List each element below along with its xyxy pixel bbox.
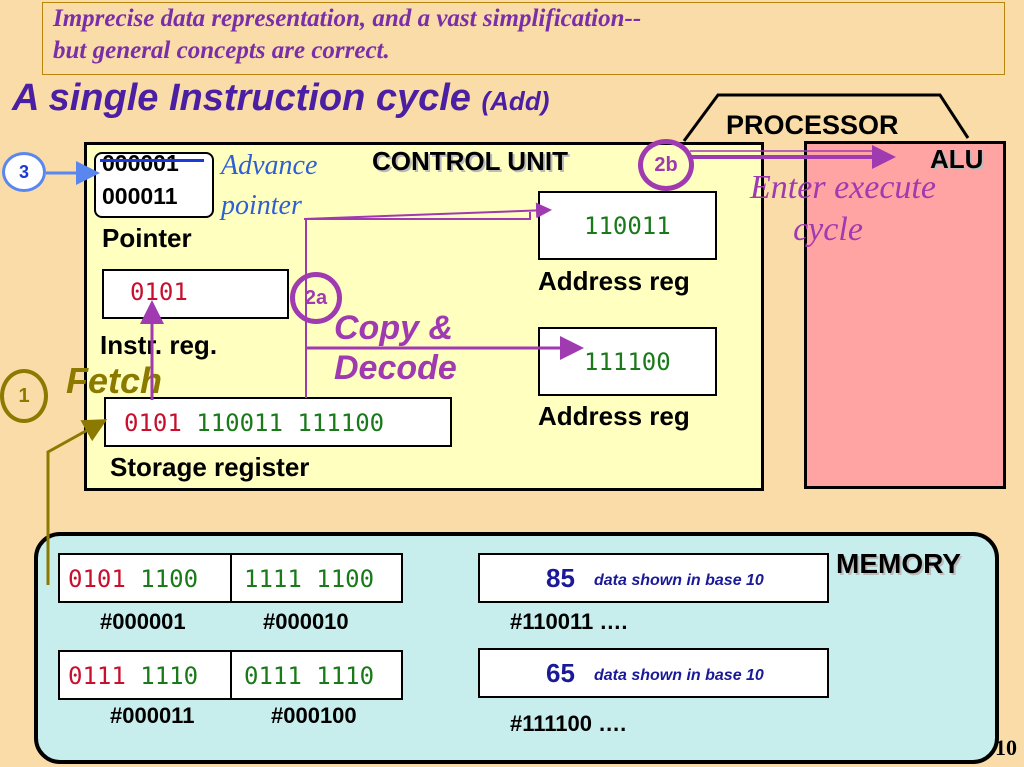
control-unit-label: CONTROL UNIT bbox=[372, 146, 568, 176]
memory-address-111100: #111100 …. bbox=[510, 711, 627, 736]
slide-title-sub: (Add) bbox=[481, 86, 550, 116]
memory-cell-000100-value: 0111 1110 bbox=[244, 662, 375, 690]
pointer-label: Pointer bbox=[102, 223, 192, 253]
page-number: 10 bbox=[995, 735, 1017, 760]
address-register-2-value: 111100 bbox=[584, 348, 671, 376]
slide-title-main: A single Instruction cycle bbox=[12, 77, 482, 119]
copy-decode-text: Copy & Decode bbox=[334, 308, 457, 388]
enter-execute-text: Enter execute cycle bbox=[718, 167, 968, 251]
memory-data-85: 85 bbox=[546, 563, 575, 593]
memory-cell-000001: 0101 1100 bbox=[58, 553, 232, 603]
address-register-1-value: 110011 bbox=[584, 212, 671, 240]
memory-data-85-note: data shown in base 10 bbox=[594, 572, 764, 589]
enter-execute-line-1: Enter execute bbox=[750, 169, 936, 206]
memory-address-000001: #000001 bbox=[100, 609, 186, 634]
address-register-1-label: Address reg bbox=[538, 266, 690, 296]
storage-register-label: Storage register bbox=[110, 452, 310, 482]
memory-cell-000010-value: 1111 1100 bbox=[244, 565, 375, 593]
memory-data-65: 65 bbox=[546, 658, 575, 688]
memory-cell-000011-value: 0111 1110 bbox=[68, 662, 198, 690]
memory-cell-000011-operand: 1110 bbox=[140, 662, 199, 690]
instruction-register-label: Instr. reg. bbox=[100, 330, 218, 360]
copy-decode-line-1: Copy & bbox=[334, 309, 453, 347]
disclaimer-line-2: but general concepts are correct. bbox=[53, 37, 390, 64]
enter-execute-line-2: cycle bbox=[793, 211, 863, 248]
disclaimer-line-1: Imprecise data representation, and a vas… bbox=[53, 5, 642, 32]
pointer-new-value: 000011 bbox=[102, 183, 178, 209]
copy-decode-line-2: Decode bbox=[334, 349, 457, 387]
step-2b-circle: 2b bbox=[638, 139, 694, 191]
memory-cell-111100: 65 data shown in base 10 bbox=[478, 648, 829, 698]
memory-address-000010: #000010 bbox=[263, 609, 349, 634]
advance-line-1: Advance bbox=[221, 150, 318, 181]
memory-data-65-note: data shown in base 10 bbox=[594, 667, 764, 684]
alu-label: ALU bbox=[930, 144, 984, 174]
memory-address-110011: #110011 …. bbox=[510, 609, 628, 634]
storage-address-1: 110011 bbox=[196, 409, 283, 437]
step-1-circle: 1 bbox=[0, 369, 48, 423]
storage-register: 0101 110011 111100 bbox=[104, 397, 452, 447]
memory-cell-000011: 0111 1110 bbox=[58, 650, 232, 700]
advance-line-2: pointer bbox=[221, 190, 302, 221]
step-2a-circle: 2a bbox=[290, 272, 342, 324]
alu-panel bbox=[804, 141, 1006, 489]
pointer-old-value: 000001 bbox=[102, 150, 179, 176]
instruction-register-value: 0101 bbox=[130, 278, 188, 306]
memory-cell-000001-operand: 1100 bbox=[140, 565, 199, 593]
memory-cell-000010: 1111 1100 bbox=[230, 553, 403, 603]
storage-address-2: 111100 bbox=[297, 409, 385, 437]
memory-cell-000001-value: 0101 1100 bbox=[68, 565, 198, 593]
step-3-circle: 3 bbox=[2, 152, 46, 192]
pointer-strike-line bbox=[100, 159, 204, 162]
memory-address-000100: #000100 bbox=[271, 703, 357, 728]
advance-pointer-text: Advance pointer bbox=[221, 146, 317, 226]
processor-label: PROCESSOR bbox=[726, 110, 899, 140]
memory-label: MEMORY bbox=[836, 548, 961, 579]
memory-cell-000001-opcode: 0101 bbox=[68, 565, 126, 593]
memory-address-000011: #000011 bbox=[110, 703, 195, 728]
address-register-2: 111100 bbox=[538, 327, 717, 396]
memory-cell-110011: 85 data shown in base 10 bbox=[478, 553, 829, 603]
fetch-text: Fetch bbox=[66, 360, 163, 401]
slide-title: A single Instruction cycle (Add) bbox=[12, 77, 549, 120]
storage-opcode: 0101 bbox=[124, 409, 182, 437]
storage-register-value: 0101 110011 111100 bbox=[124, 409, 384, 437]
pointer-register: 000001 000011 bbox=[94, 150, 214, 218]
address-register-1: 110011 bbox=[538, 191, 717, 260]
memory-cell-000011-opcode: 0111 bbox=[68, 662, 126, 690]
address-register-2-label: Address reg bbox=[538, 401, 690, 431]
instruction-register: 0101 bbox=[102, 269, 289, 319]
disclaimer-note: Imprecise data representation, and a vas… bbox=[42, 2, 1005, 75]
memory-cell-000100: 0111 1110 bbox=[230, 650, 403, 700]
